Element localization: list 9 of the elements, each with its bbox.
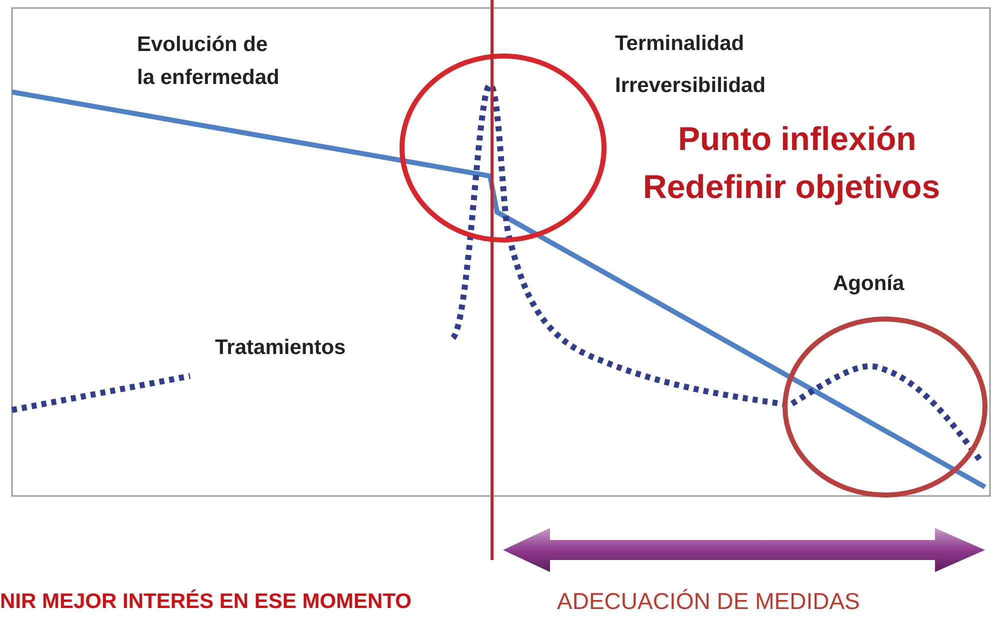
chart-label: Terminalidad (615, 32, 744, 56)
chart-label: NIR MEJOR INTERÉS EN ESE MOMENTO (0, 590, 412, 614)
chart-label: Tratamientos (215, 336, 346, 360)
chart-label: Irreversibilidad (615, 74, 766, 98)
chart-label: Punto inflexión (678, 120, 916, 158)
chart-label: Redefinir objetivos (643, 168, 940, 206)
chart-label: Evolución de la enfermedad (137, 32, 280, 91)
chart-label: Agonía (833, 272, 904, 296)
chart-label: ADECUACIÓN DE MEDIDAS (557, 588, 860, 615)
